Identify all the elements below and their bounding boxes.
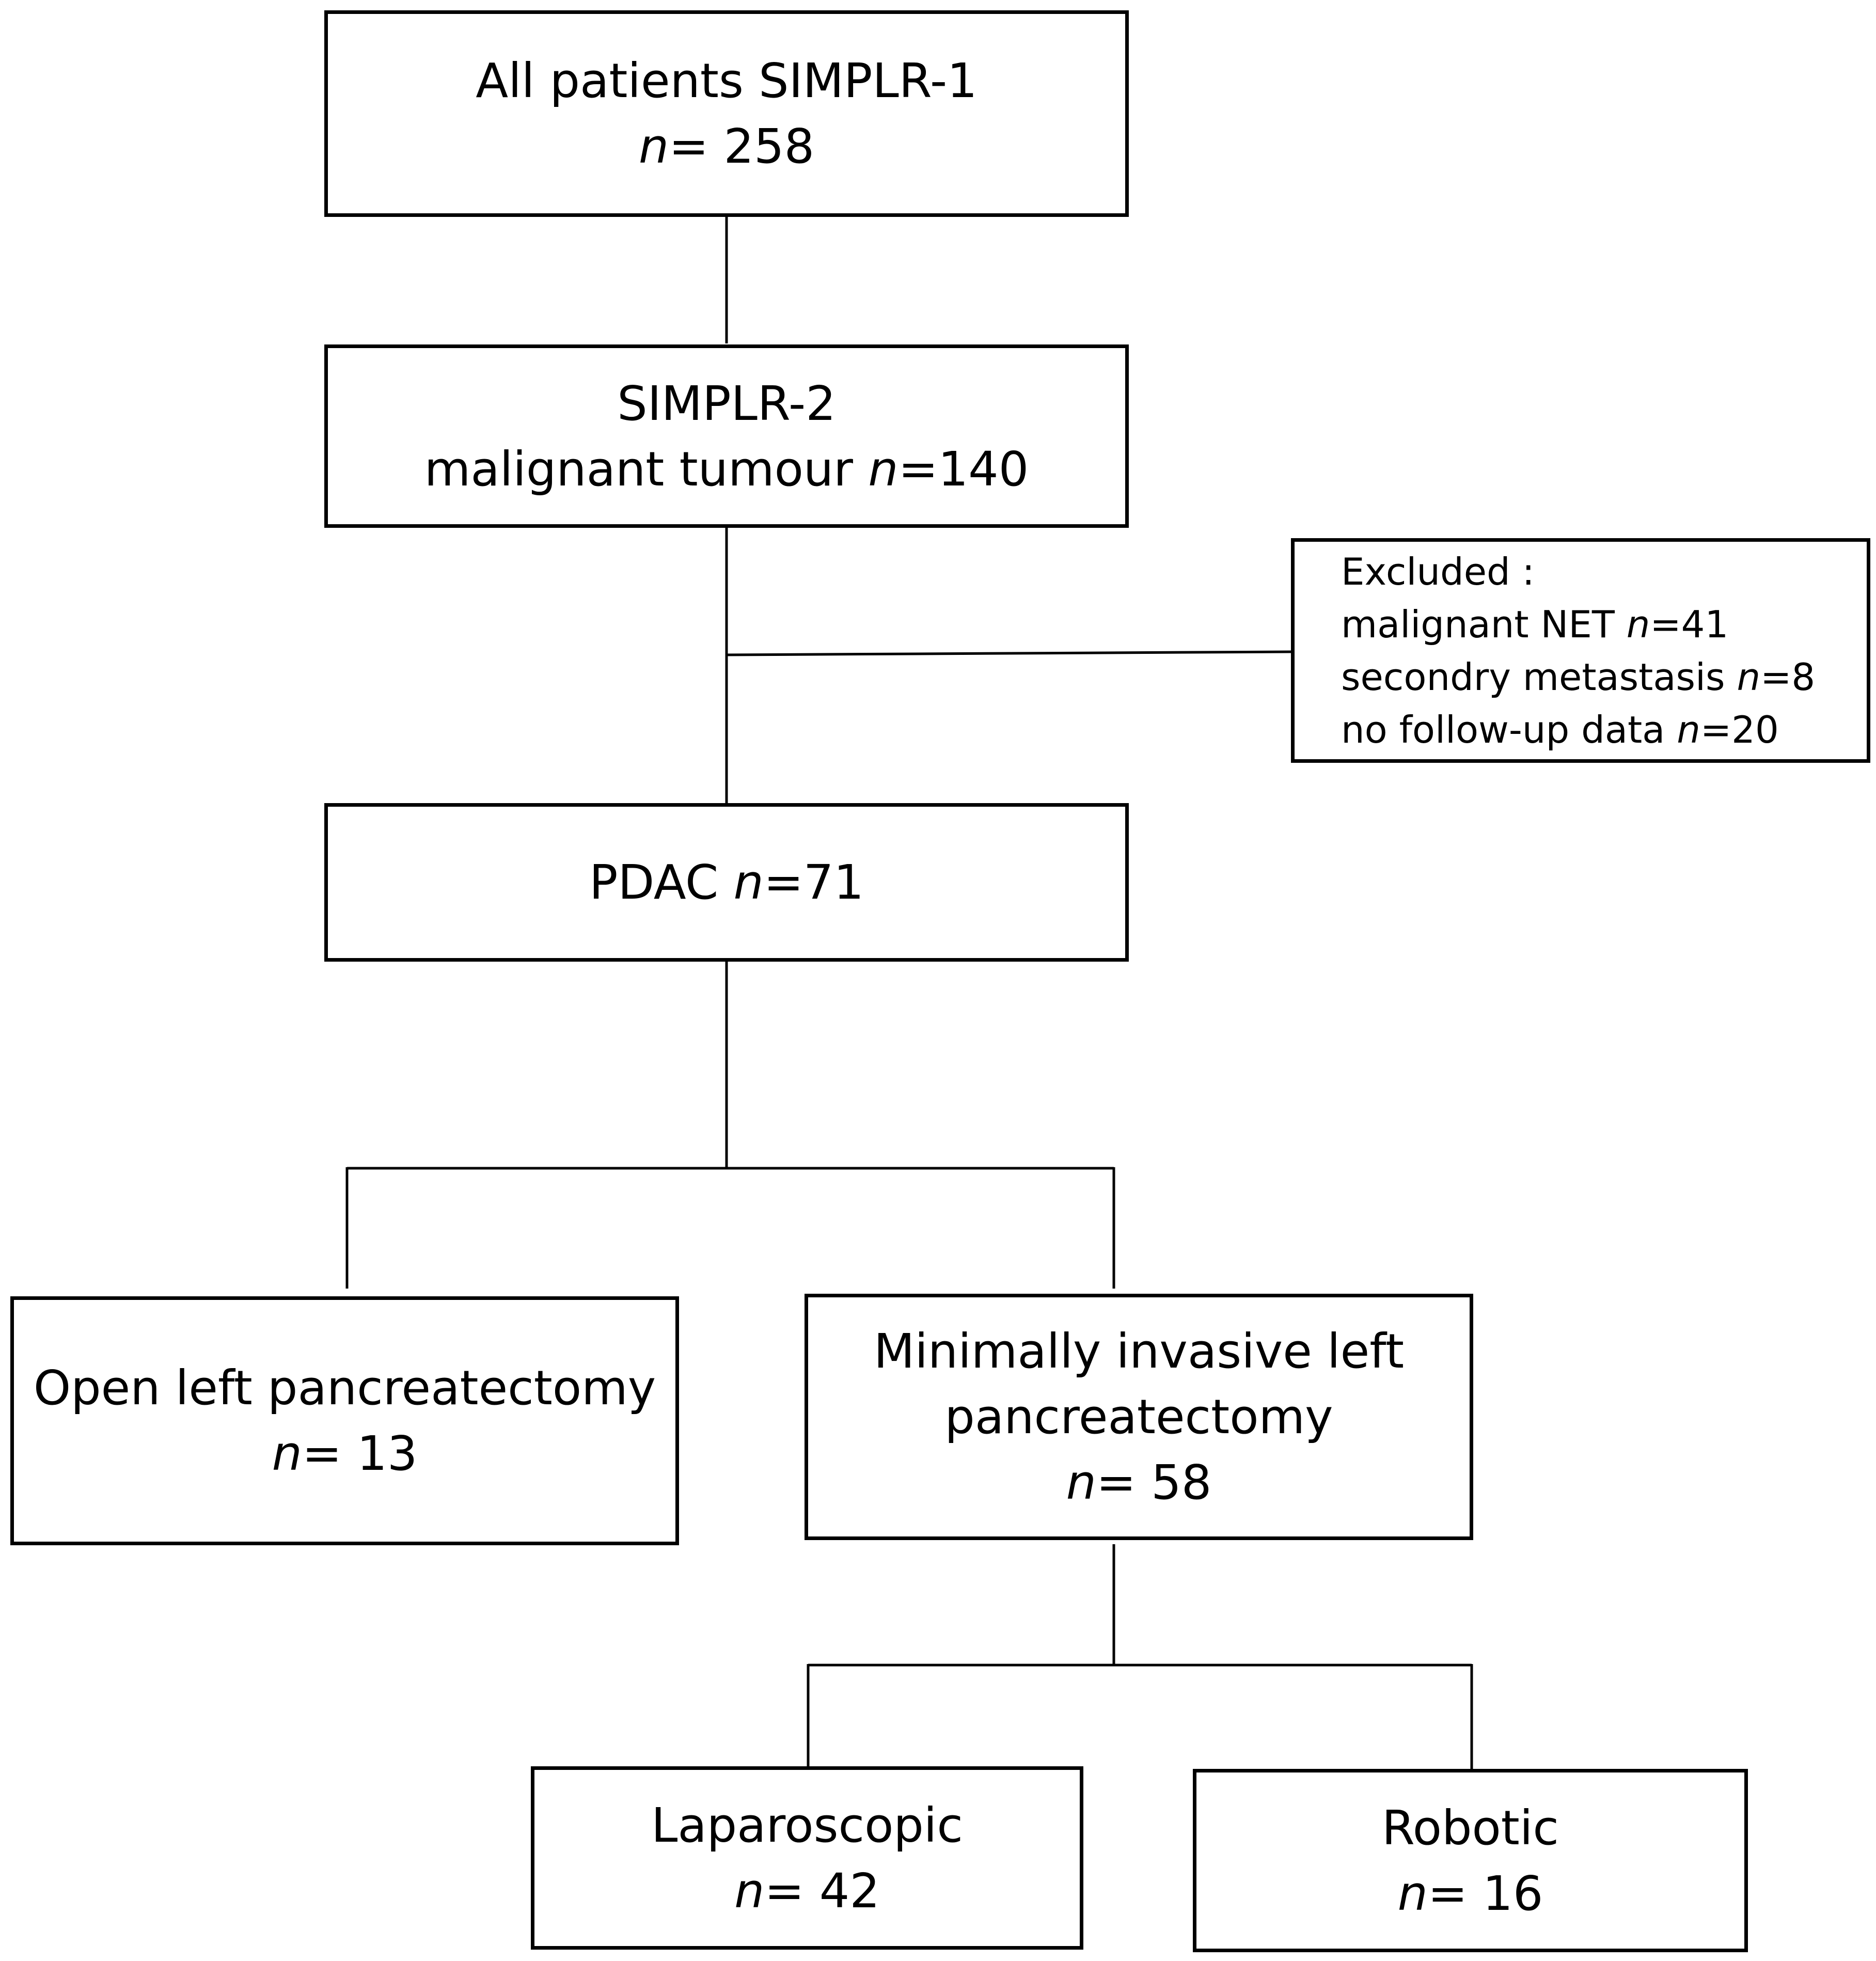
excluded-item: secondry metastasis n=8 — [1341, 651, 1815, 703]
box-excluded: Excluded : malignant NET n=41 secondry m… — [1291, 538, 1870, 763]
n-symbol: n — [638, 119, 669, 174]
excluded-item-label: secondry metastasis — [1341, 655, 1737, 699]
pdac-title: PDAC — [589, 855, 734, 910]
box-laparoscopic: Laparoscopic n= 42 — [531, 1766, 1083, 1950]
pdac-count: =71 — [763, 855, 864, 910]
robotic-count: = 16 — [1427, 1865, 1543, 1921]
open-count-line: n= 13 — [272, 1421, 418, 1486]
box-open-left-pancreatectomy: Open left pancreatectomy n= 13 — [10, 1296, 679, 1545]
box-all-patients: All patients SIMPLR-1 n= 258 — [324, 10, 1129, 217]
n-symbol: n — [272, 1426, 302, 1481]
laparoscopic-title: Laparoscopic — [651, 1797, 963, 1853]
robotic-count-line: n= 16 — [1398, 1861, 1543, 1926]
all-patients-count-line: n= 258 — [639, 114, 814, 179]
simplr2-title: SIMPLR-2 — [617, 375, 836, 431]
simplr2-subtitle: malignant tumour — [424, 441, 869, 497]
open-count: = 13 — [302, 1426, 418, 1481]
n-symbol: n — [868, 441, 898, 497]
excluded-item-count: =41 — [1650, 602, 1729, 646]
n-symbol: n — [1397, 1865, 1428, 1921]
minimally-invasive-title-line2: pancreatectomy — [944, 1389, 1333, 1445]
robotic-title: Robotic — [1382, 1800, 1559, 1856]
n-symbol: n — [1626, 602, 1650, 646]
box-pdac: PDAC n=71 — [324, 803, 1129, 962]
box-minimally-invasive: Minimally invasive left pancreatectomy n… — [805, 1294, 1473, 1540]
open-title: Open left pancreatectomy — [33, 1360, 656, 1416]
minimally-invasive-count-line: n= 58 — [1066, 1450, 1212, 1515]
laparoscopic-count: = 42 — [764, 1863, 880, 1919]
minimally-invasive-count: = 58 — [1096, 1455, 1212, 1510]
box-robotic: Robotic n= 16 — [1193, 1769, 1748, 1952]
simplr2-count: =140 — [898, 441, 1029, 497]
excluded-item-label: no follow-up data — [1341, 708, 1677, 751]
all-patients-count: = 258 — [669, 119, 815, 174]
excluded-item-count: =8 — [1760, 655, 1816, 699]
excluded-item-label: malignant NET — [1341, 602, 1627, 646]
pdac-line: PDAC n=71 — [589, 850, 864, 915]
excluded-item: malignant NET n=41 — [1341, 598, 1728, 651]
box-simplr2: SIMPLR-2 malignant tumour n=140 — [324, 344, 1129, 528]
n-symbol: n — [733, 855, 764, 910]
connector-excluded-branch — [726, 650, 1291, 656]
excluded-title: Excluded : — [1341, 550, 1535, 593]
simplr2-count-line: malignant tumour n=140 — [424, 436, 1029, 502]
all-patients-title: All patients SIMPLR-1 — [476, 53, 978, 108]
n-symbol: n — [1737, 655, 1761, 699]
minimally-invasive-title-line1: Minimally invasive left — [873, 1324, 1405, 1379]
n-symbol: n — [734, 1863, 765, 1919]
n-symbol: n — [1066, 1455, 1096, 1510]
laparoscopic-count-line: n= 42 — [734, 1858, 880, 1924]
n-symbol: n — [1677, 708, 1700, 751]
excluded-item: no follow-up data n=20 — [1341, 703, 1779, 756]
excluded-item-count: =20 — [1700, 708, 1779, 751]
